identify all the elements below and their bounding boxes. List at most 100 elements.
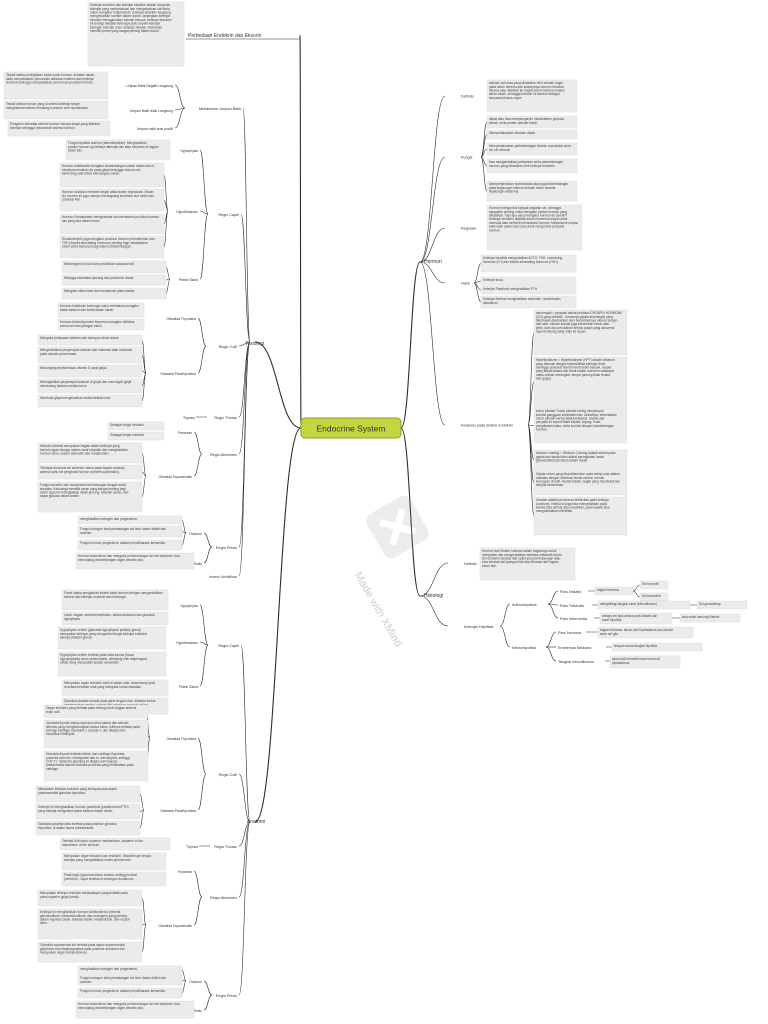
connector: [238, 341, 251, 548]
fis-regio-pelvis[interactable]: Regio Pelvis: [216, 546, 237, 550]
ana-regio-colli[interactable]: Regio Colli: [219, 773, 238, 777]
ana-testis[interactable]: Testis: [193, 1009, 202, 1013]
connector: [299, 34, 302, 429]
central-topic[interactable]: [300, 417, 402, 439]
fis-thymus[interactable]: Thymus: [183, 416, 195, 420]
fis-regio-thorax[interactable]: Regio Thorax: [214, 416, 237, 420]
fis-regio-capiti[interactable]: Regio Capiti: [218, 213, 239, 217]
ana-parathyroidea-item: Merupakan kelenjar endokrin yang terdapa…: [38, 787, 117, 795]
fis-hypophysis[interactable]: Hypophysis: [180, 149, 198, 153]
histologi-hipofisis[interactable]: Kelenjar Hipofisis: [464, 625, 493, 629]
fis-parathyroidea[interactable]: Glandula Parathyroidea: [160, 372, 196, 376]
fis-hypothalamus-item: Hormon Somatostatin menghambat dan memba…: [62, 215, 159, 223]
hormon-fungsi-item: Mempertahankan tekanan darah.: [489, 131, 536, 135]
fis-pancreas[interactable]: Pancreas: [178, 431, 193, 435]
pars-tuberalis[interactable]: Pars Tuberalis: [560, 604, 584, 608]
ana-regio-abdomen[interactable]: Regio Abdomen: [210, 896, 237, 900]
branch-perbedaan[interactable]: Perbedaan Endokrin dan Eksorin: [188, 33, 262, 39]
fis-suprarenalis-item-box: [37, 442, 143, 464]
fis-pineal[interactable]: Pineal Gland: [179, 278, 199, 282]
ub-positif[interactable]: Umpan balik buat positif: [137, 127, 173, 131]
connector: [141, 923, 147, 926]
pars-intermedia-desc-box: [599, 612, 673, 625]
ana-hypothalamus-item-box: [57, 626, 167, 650]
ana-regio-thorax[interactable]: Regio Thorax: [214, 845, 237, 849]
ana-pancreas[interactable]: Pancreas: [178, 870, 193, 874]
ub-tidak-langsung[interactable]: Umpan Balik tidak Langsung: [130, 109, 173, 113]
hormon-fungsi-item: Mempertahankan homeostasis atau juga kes…: [489, 182, 568, 193]
fis-regio-abdomen[interactable]: Regio Abdomen: [210, 453, 237, 457]
hormon-hasil-item: Kelenjar Adrenal menghasilkan adrenalin,…: [483, 297, 561, 305]
sel-gonadotrop-box: [696, 600, 748, 610]
pars-nervosa[interactable]: Pars Nervosa: [558, 631, 582, 635]
fis-pineal-item-box: [61, 287, 167, 300]
ana-hypothalamus[interactable]: Hypothalamus: [176, 641, 198, 645]
fis-testis[interactable]: Testis: [193, 562, 202, 566]
ana-pancreas-item-box: [61, 871, 167, 887]
ana-hypophysis-item: Letak: bagian ventral encephalon, antara…: [64, 613, 155, 621]
hormon-kelainan[interactable]: Kelainan pada sistem endokrin: [461, 424, 513, 428]
histologi-neuro[interactable]: Neurohipofisis: [512, 646, 536, 650]
eminensia-mediana[interactable]: Eminensia Mediana: [558, 646, 592, 650]
hormon-definisi[interactable]: Definisi: [461, 95, 474, 99]
ana-parathyroidea[interactable]: Glandula Parathyroidea: [160, 809, 196, 813]
connector: [165, 278, 171, 294]
histologi-adeno[interactable]: Adenohipofisis: [512, 603, 537, 607]
connector: [419, 227, 446, 263]
ana-hypophysis[interactable]: Hypophysis: [180, 604, 198, 608]
pars-intermedia-desc: selapis sel tipis antara pars distalis d…: [602, 614, 658, 622]
ub-positif-text-box: [7, 120, 111, 137]
histologi-definisi[interactable]: Definisi: [464, 562, 477, 566]
connector: [547, 603, 559, 619]
hormon-kelainan-item-box: [533, 407, 628, 444]
connector: [193, 431, 203, 455]
pars-intermedia[interactable]: Pars Intermedia: [560, 617, 588, 621]
hormon-regulasi[interactable]: Regulasi: [461, 227, 476, 231]
ana-suprarenalis-item-box: [37, 941, 143, 963]
pars-distalis[interactable]: Pars Distalis: [560, 590, 581, 594]
hormon-fungsi-item: Mempertahankan perkembangan ekstrim repr…: [489, 144, 571, 152]
ana-thyroidea[interactable]: Glandula Thyroidea: [166, 737, 196, 741]
ana-parathyroidea-item-box: [35, 803, 141, 820]
fis-suprarenalis[interactable]: Glandula Suprarenalis: [158, 475, 192, 479]
hormon-fungsi[interactable]: Fungsi: [461, 156, 473, 160]
ub-negatif[interactable]: Umpan Balik Negatif Langsung: [126, 84, 173, 88]
ana-pineal-item: Merupakan organ endokrin kecil di dalam …: [64, 681, 155, 689]
ana-pineal[interactable]: Pineal Gland: [179, 685, 199, 689]
hormon-kelainan-item: tumor pituitari Tumor pituitari sering m…: [536, 409, 617, 431]
connector: [480, 121, 488, 158]
ub-positif-text: Pengaruh terhadap sekresi hormon berupa …: [10, 122, 100, 130]
hormon-kelainan-item-box: [533, 449, 628, 471]
hormon-fungsi-item-box: [486, 142, 578, 156]
fis-thyroidea[interactable]: Glandula Thyroidea: [166, 317, 196, 321]
ana-pineal-item-box: [61, 679, 169, 697]
branch-fisiologi[interactable]: Fisiologi: [246, 341, 264, 347]
ana-parathyroidea-item-box: [35, 785, 141, 803]
fis-hypothalamus-item: Hormon oksitosin memberi sinyal pada sis…: [62, 190, 154, 201]
ana-regio-pelvis[interactable]: Regio Pelvis: [216, 994, 237, 998]
central-topic-label[interactable]: Endocrine System: [317, 424, 386, 434]
fis-ovarium[interactable]: Ovarium: [189, 532, 202, 536]
pars-tuberalis-desc: mengelilingi tangkai saraf (infundibulum…: [600, 602, 657, 606]
ana-ovarium-item-box: [77, 965, 183, 975]
sel-kromofob: Sel kromofob: [642, 594, 661, 598]
branch-anatomi[interactable]: Anatomi: [247, 819, 265, 825]
ana-ovarium[interactable]: Ovarium: [189, 980, 202, 984]
fisiologi-mekanisme[interactable]: Mekanisme Umpan Balik: [199, 107, 241, 111]
fis-hypothalamus[interactable]: Hypothalamus: [176, 210, 198, 214]
fis-invers-umbilikus[interactable]: Invers Umbilikus: [209, 575, 237, 579]
ana-ovarium-item-box: [77, 987, 183, 999]
branch-hormon[interactable]: Hormon: [424, 259, 442, 265]
ana-thymus[interactable]: Thymus: [186, 845, 198, 849]
connector: [197, 773, 207, 811]
branch-histologi[interactable]: Histologi: [424, 593, 443, 599]
tangkai-infundibulum[interactable]: Tangkai Infundibulum: [558, 660, 594, 664]
fis-parathyroidea-item-box: [37, 334, 143, 346]
ana-suprarenalis[interactable]: Glandula Suprarenalis: [158, 924, 192, 928]
fis-regio-colli[interactable]: Regio Colli: [219, 345, 238, 349]
ana-regio-capiti[interactable]: Regio Capiti: [218, 644, 239, 648]
hormon-hasil[interactable]: Hasil: [461, 282, 470, 286]
connector: [545, 646, 557, 662]
ana-testis-text-box: [75, 1000, 195, 1019]
ana-thymus-text: Terletak di thoracic superior mediastinu…: [62, 839, 143, 847]
